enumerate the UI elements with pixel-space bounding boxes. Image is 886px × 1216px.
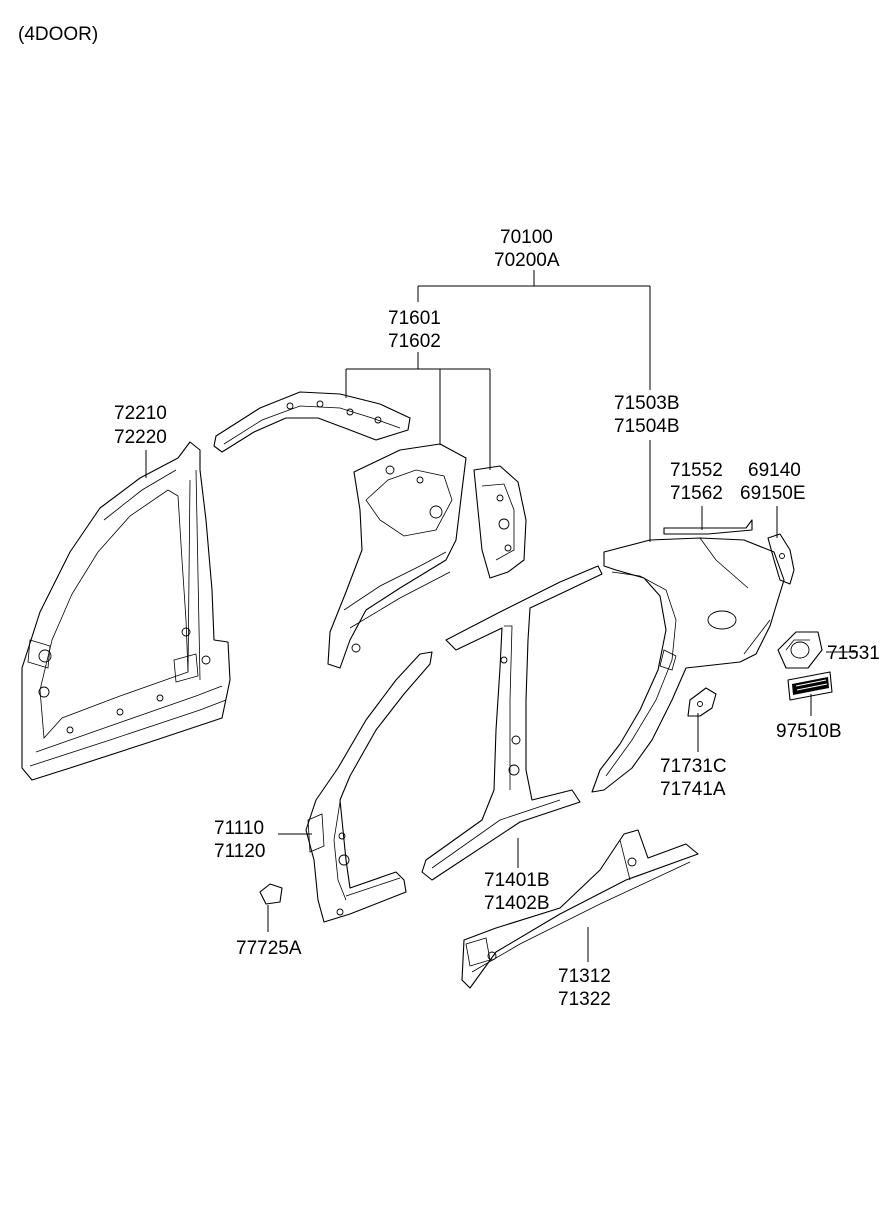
label-71401B: 71401B (484, 870, 550, 891)
part-roof-strip (663, 519, 753, 535)
label-77725A: 77725A (236, 938, 302, 959)
leader-70100 (417, 270, 651, 390)
part-quarter-outer-panel (591, 537, 785, 793)
label-71552: 71552 (670, 460, 723, 481)
label-72220: 72220 (114, 427, 167, 448)
label-71562: 71562 (670, 483, 723, 504)
label-71402B: 71402B (484, 893, 550, 914)
part-quarter-inner-bracket (473, 465, 527, 579)
part-side-sill-inner (461, 829, 699, 989)
label-71110: 71110 (214, 818, 264, 839)
part-front-pillar-inner (305, 651, 433, 923)
label-70200A: 70200A (494, 250, 560, 271)
label-69140: 69140 (748, 460, 801, 481)
part-fuel-filler-door (777, 631, 823, 669)
part-clip (259, 883, 283, 905)
part-roof-side-rail (213, 391, 411, 453)
part-filler-bracket (767, 533, 795, 585)
label-71322: 71322 (558, 989, 611, 1010)
part-vent-grille (787, 671, 833, 701)
label-71503B: 71503B (614, 393, 680, 414)
label-71602: 71602 (388, 331, 441, 352)
part-labels: 70100 70200A 71601 71602 72210 72220 715… (114, 227, 880, 1010)
label-69150E: 69150E (740, 483, 806, 504)
leader-lines (145, 270, 858, 962)
label-70100: 70100 (500, 227, 553, 248)
part-center-pillar (421, 565, 603, 881)
variant-label: (4DOOR) (18, 24, 98, 45)
label-97510B: 97510B (776, 721, 842, 742)
part-small-bracket (687, 687, 717, 717)
label-71531: 71531 (827, 643, 880, 664)
label-71312: 71312 (558, 966, 611, 987)
label-71731C: 71731C (660, 756, 727, 777)
label-71741A: 71741A (660, 779, 726, 800)
label-71120: 71120 (214, 841, 265, 862)
leader-71601 (345, 352, 491, 470)
label-71601: 71601 (388, 308, 441, 329)
label-72210: 72210 (114, 403, 167, 424)
part-side-outer-frame (21, 441, 231, 781)
part-inner-quarter-panel (327, 443, 467, 669)
label-71504B: 71504B (614, 416, 680, 437)
